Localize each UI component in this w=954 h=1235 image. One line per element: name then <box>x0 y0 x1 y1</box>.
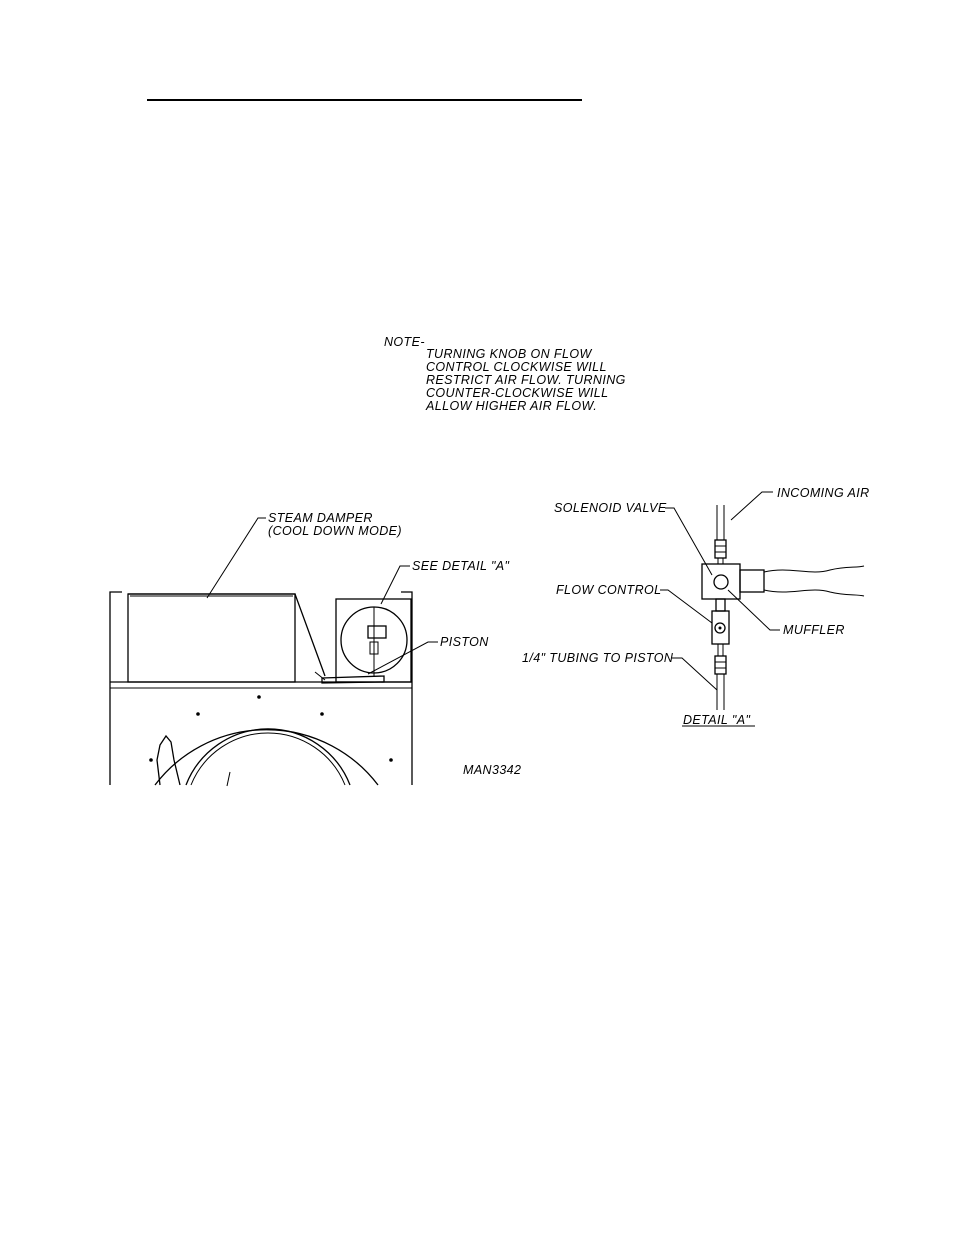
drawing-number: MAN3342 <box>463 763 521 777</box>
solenoid-valve-label: SOLENOID VALVE <box>554 501 667 515</box>
steam-damper-leader <box>206 517 266 599</box>
solenoid-valve-body <box>701 563 741 600</box>
steam-damper-box <box>127 593 296 683</box>
see-detail-leader <box>380 565 410 605</box>
knob-center <box>718 626 722 630</box>
flow-control-body <box>711 610 730 645</box>
screw-dot <box>257 695 261 699</box>
door-opening-arc <box>154 729 379 786</box>
screw-dot <box>196 712 200 716</box>
detail-a-drawing <box>660 491 865 727</box>
note-line-1: TURNING KNOB ON FLOW <box>426 347 592 361</box>
incoming-air-leader <box>730 491 773 521</box>
note-line-4: COUNTER-CLOCKWISE WILL <box>426 386 608 400</box>
screw-dot <box>149 758 153 762</box>
muffler-label: MUFFLER <box>783 623 845 637</box>
incoming-fitting <box>714 539 727 559</box>
flow-control-leader <box>660 589 713 624</box>
door-glass-inner <box>190 732 346 786</box>
see-detail-label: SEE DETAIL "A" <box>412 559 510 573</box>
door-glass-outer <box>185 728 351 786</box>
tubing-leader <box>672 657 718 691</box>
piston-body <box>321 675 385 684</box>
solenoid-port <box>713 574 729 590</box>
tubing-label: 1/4" TUBING TO PISTON <box>522 651 674 665</box>
detail-title: DETAIL "A" <box>683 713 750 727</box>
note-heading: NOTE- <box>384 335 425 349</box>
cabinet-right-side <box>401 591 413 785</box>
door-mark <box>226 771 231 787</box>
note-block: NOTE- TURNING KNOB ON FLOW CONTROL CLOCK… <box>384 335 626 413</box>
note-line-2: CONTROL CLOCKWISE WILL <box>426 360 607 374</box>
flow-control-small <box>369 641 379 655</box>
note-line-5: ALLOW HIGHER AIR FLOW. <box>425 399 597 413</box>
solenoid-valve-leader <box>665 507 713 576</box>
damper-linkage <box>128 593 326 677</box>
exhaust-top <box>763 565 865 573</box>
flow-control-label: FLOW CONTROL <box>556 583 662 597</box>
dryer-top-drawing <box>109 517 438 787</box>
steam-damper-mode-label: (COOL DOWN MODE) <box>268 524 402 538</box>
piston-label: PISTON <box>440 635 489 649</box>
note-line-3: RESTRICT AIR FLOW. TURNING <box>426 373 626 387</box>
flow-control-knob <box>714 622 726 634</box>
solenoid-valve-small <box>367 625 387 639</box>
piston-leader <box>367 641 438 675</box>
piston-rod <box>314 671 326 681</box>
muffler-leader <box>727 589 780 631</box>
steam-damper-label: STEAM DAMPER <box>268 511 373 525</box>
valve-nipple <box>715 598 726 612</box>
piston-fitting <box>714 655 727 675</box>
cabinet-left-side <box>109 591 122 785</box>
lint-door-edge <box>156 734 181 786</box>
incoming-air-label: INCOMING AIR <box>777 486 870 500</box>
screw-dot <box>320 712 324 716</box>
screw-dot <box>389 758 393 762</box>
muffler-body <box>739 569 765 593</box>
exhaust-bottom <box>763 589 865 597</box>
